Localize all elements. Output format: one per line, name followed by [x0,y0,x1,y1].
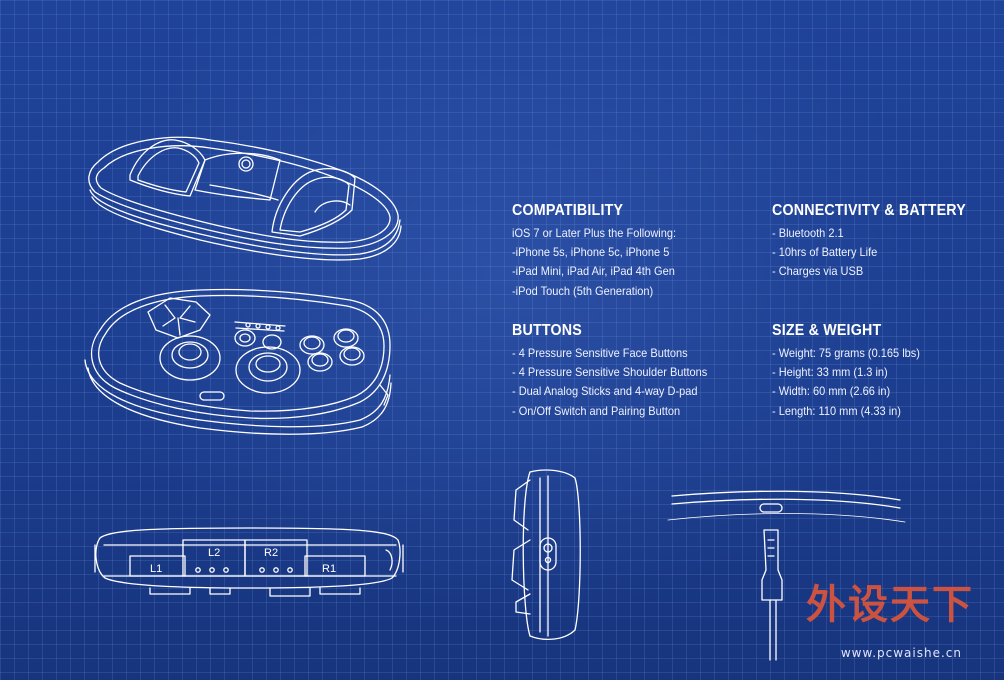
usb-cable-view [667,490,906,661]
connectivity-line: - Bluetooth 2.1 [772,227,844,240]
connectivity-heading: CONNECTIVITY & BATTERY [772,202,966,219]
connectivity-line: - Charges via USB [772,265,864,279]
buttons-line: - 4 Pressure Sensitive Shoulder Buttons [512,366,708,380]
connectivity-line: - 10hrs of Battery Life [772,246,878,260]
buttons-heading: BUTTONS [512,322,582,339]
watermark-url: www.pcwaishe.cn [840,646,962,660]
watermark-logo: 外设天下 [806,582,974,628]
controller-front-view [84,288,392,435]
buttons-line: - On/Off Switch and Pairing Button [512,404,681,418]
controller-bottom-view: L1 L2 R2 R1 [94,527,404,597]
compatibility-section: COMPATIBILITY iOS 7 or Later Plus the Fo… [512,202,742,301]
size-weight-line: - Width: 60 mm (2.66 in) [772,385,891,399]
connectivity-section: CONNECTIVITY & BATTERY - Bluetooth 2.1 -… [772,202,1002,282]
shoulder-label-r2: R2 [264,547,278,559]
shoulder-label-l2: L2 [208,547,220,559]
shoulder-label-l1: L1 [150,563,162,575]
controller-side-view [511,469,581,641]
compatibility-line: -iPod Touch (5th Generation) [512,284,654,298]
size-weight-line: - Length: 110 mm (4.33 in) [772,404,901,418]
buttons-section: BUTTONS - 4 Pressure Sensitive Face Butt… [512,322,742,421]
size-weight-line: - Height: 33 mm (1.3 in) [772,366,888,380]
compatibility-line: iOS 7 or Later Plus the Following: [512,227,677,240]
shoulder-label-r1: R1 [322,563,336,575]
controller-top-view [88,136,402,261]
size-weight-line: - Weight: 75 grams (0.165 lbs) [772,347,920,360]
size-weight-heading: SIZE & WEIGHT [772,322,882,339]
compatibility-line: -iPhone 5s, iPhone 5c, iPhone 5 [512,246,670,260]
compatibility-line: -iPad Mini, iPad Air, iPad 4th Gen [512,265,675,279]
buttons-line: - Dual Analog Sticks and 4-way D-pad [512,385,698,399]
buttons-line: - 4 Pressure Sensitive Face Buttons [512,347,688,360]
size-weight-section: SIZE & WEIGHT - Weight: 75 grams (0.165 … [772,322,1002,421]
compatibility-heading: COMPATIBILITY [512,202,624,219]
